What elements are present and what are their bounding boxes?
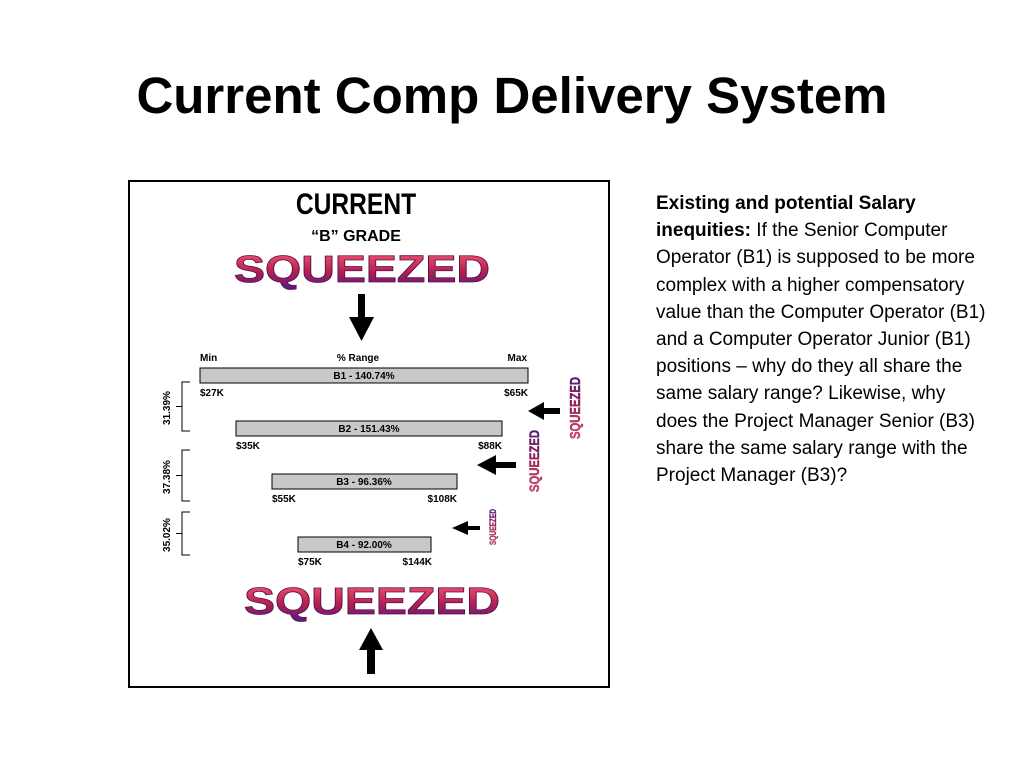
band-label: B3 - 96.36%: [336, 477, 392, 488]
band-label: B2 - 151.43%: [338, 424, 399, 435]
range-header-range: % Range: [337, 353, 380, 364]
band-min: $35K: [236, 441, 261, 452]
gap-bracket-3: [176, 511, 190, 556]
squeezed-word-small-2: SQUEEZED: [526, 430, 542, 492]
figure-subheading: “B” GRADE: [311, 228, 401, 245]
band-b1: B1 - 140.74% $27K $65K: [199, 367, 529, 399]
gap-bracket-2: [176, 449, 190, 502]
figure-heading: CURRENT: [296, 187, 416, 221]
up-arrow-icon: [359, 628, 383, 674]
band-label: B4 - 92.00%: [336, 540, 392, 551]
band-b2: B2 - 151.43% $35K $88K: [235, 420, 503, 452]
band-b3: B3 - 96.36% $55K $108K: [271, 473, 458, 505]
band-label: B1 - 140.74%: [333, 371, 394, 382]
notes-body: If the Senior Computer Operator (B1) is …: [656, 220, 986, 487]
squeezed-word-top: SQUEEZED: [234, 249, 490, 291]
left-arrow-icon: [452, 521, 480, 535]
down-arrow-icon: [349, 294, 374, 341]
notes-text: Existing and potential Salary inequities…: [656, 190, 986, 489]
band-min: $55K: [272, 494, 297, 505]
band-max: $88K: [478, 441, 503, 452]
gap-bracket-1: [176, 381, 190, 432]
gap-label-1: 31.39%: [162, 391, 173, 425]
grade-squeeze-figure: CURRENT “B” GRADE SQUEEZED Min % Range M…: [128, 180, 610, 688]
squeezed-word-small-1: SQUEEZED: [567, 377, 584, 439]
range-header-min: Min: [200, 353, 217, 364]
range-header-max: Max: [508, 353, 528, 364]
gap-label-3: 35.02%: [162, 518, 173, 552]
left-arrow-icon: [528, 402, 560, 420]
figure-canvas: CURRENT “B” GRADE SQUEEZED Min % Range M…: [162, 187, 584, 674]
squeezed-word-small-3: SQUEEZED: [488, 509, 498, 545]
band-max: $108K: [428, 494, 458, 505]
gap-label-2: 37.38%: [162, 460, 173, 494]
slide-title: Current Comp Delivery System: [136, 67, 888, 124]
band-b4: B4 - 92.00% $75K $144K: [297, 536, 433, 568]
left-arrow-icon: [477, 455, 516, 475]
band-max: $65K: [504, 388, 529, 399]
band-max: $144K: [403, 557, 433, 568]
band-min: $27K: [200, 388, 225, 399]
squeezed-word-bottom: SQUEEZED: [244, 581, 500, 623]
notes-bold-lead: Existing and potential Salary inequities…: [656, 193, 916, 242]
band-min: $75K: [298, 557, 323, 568]
